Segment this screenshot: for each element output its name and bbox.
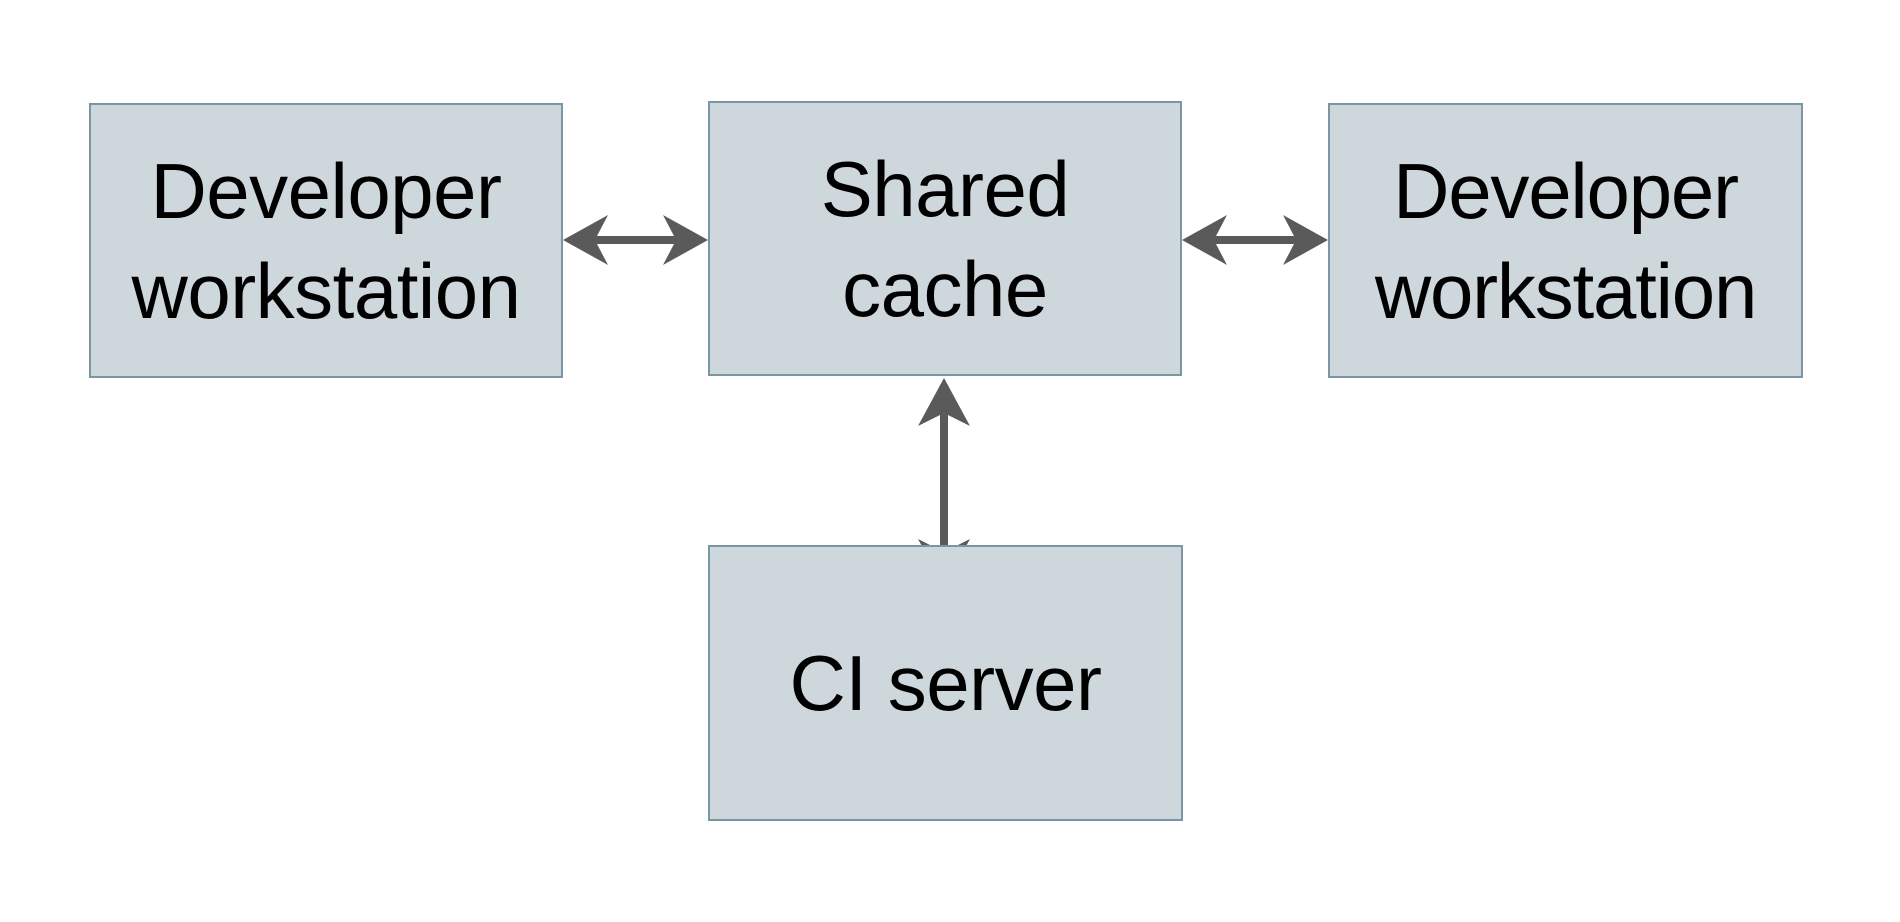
node-label: Developer workstation (1374, 146, 1757, 335)
node-developer-workstation-left[interactable]: Developer workstation (89, 103, 563, 378)
arrow-shared-cache-to-dev-right (1182, 215, 1328, 265)
node-developer-workstation-right[interactable]: Developer workstation (1328, 103, 1803, 378)
node-label: Shared cache (820, 144, 1070, 333)
node-ci-server[interactable]: CI server (708, 545, 1183, 821)
arrow-dev-left-to-shared-cache (563, 215, 708, 265)
node-label: Developer workstation (131, 146, 522, 335)
node-shared-cache[interactable]: Shared cache (708, 101, 1182, 376)
node-label: CI server (789, 639, 1102, 727)
